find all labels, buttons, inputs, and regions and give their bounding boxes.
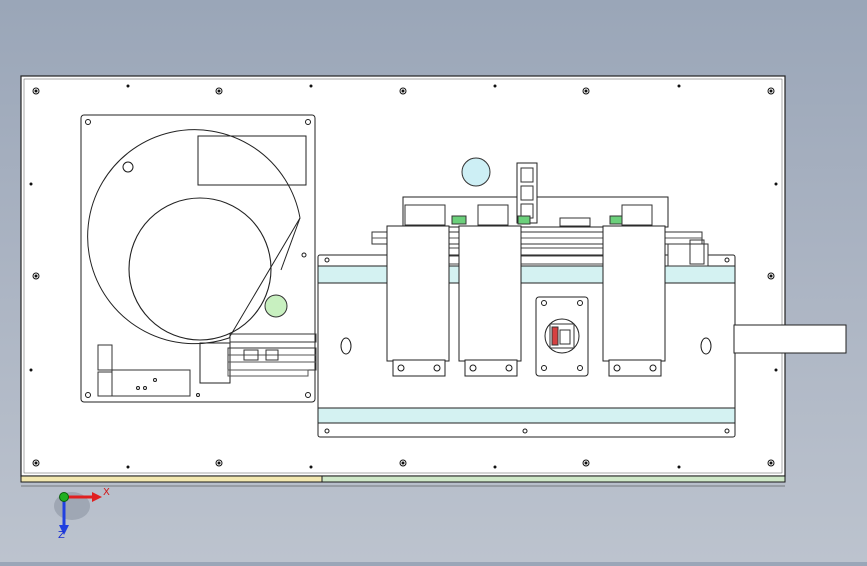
- carriage-3[interactable]: [602, 225, 666, 377]
- sensor-disc: [461, 157, 491, 187]
- triad-z-label: Z: [58, 530, 65, 541]
- base-strip-right: [321, 475, 786, 483]
- blower-module[interactable]: [80, 114, 317, 403]
- base-strip-left: [20, 475, 323, 483]
- triad-x-label: X: [103, 487, 110, 498]
- top-rail: [317, 265, 736, 284]
- carriage-2[interactable]: [458, 225, 522, 377]
- mounting-holes: [29, 84, 778, 469]
- bottom-rail: [317, 407, 736, 424]
- central-valve[interactable]: [535, 296, 589, 377]
- extension-arm: [733, 324, 847, 354]
- carriage-1[interactable]: [386, 225, 450, 377]
- coordinate-triad[interactable]: [54, 492, 102, 535]
